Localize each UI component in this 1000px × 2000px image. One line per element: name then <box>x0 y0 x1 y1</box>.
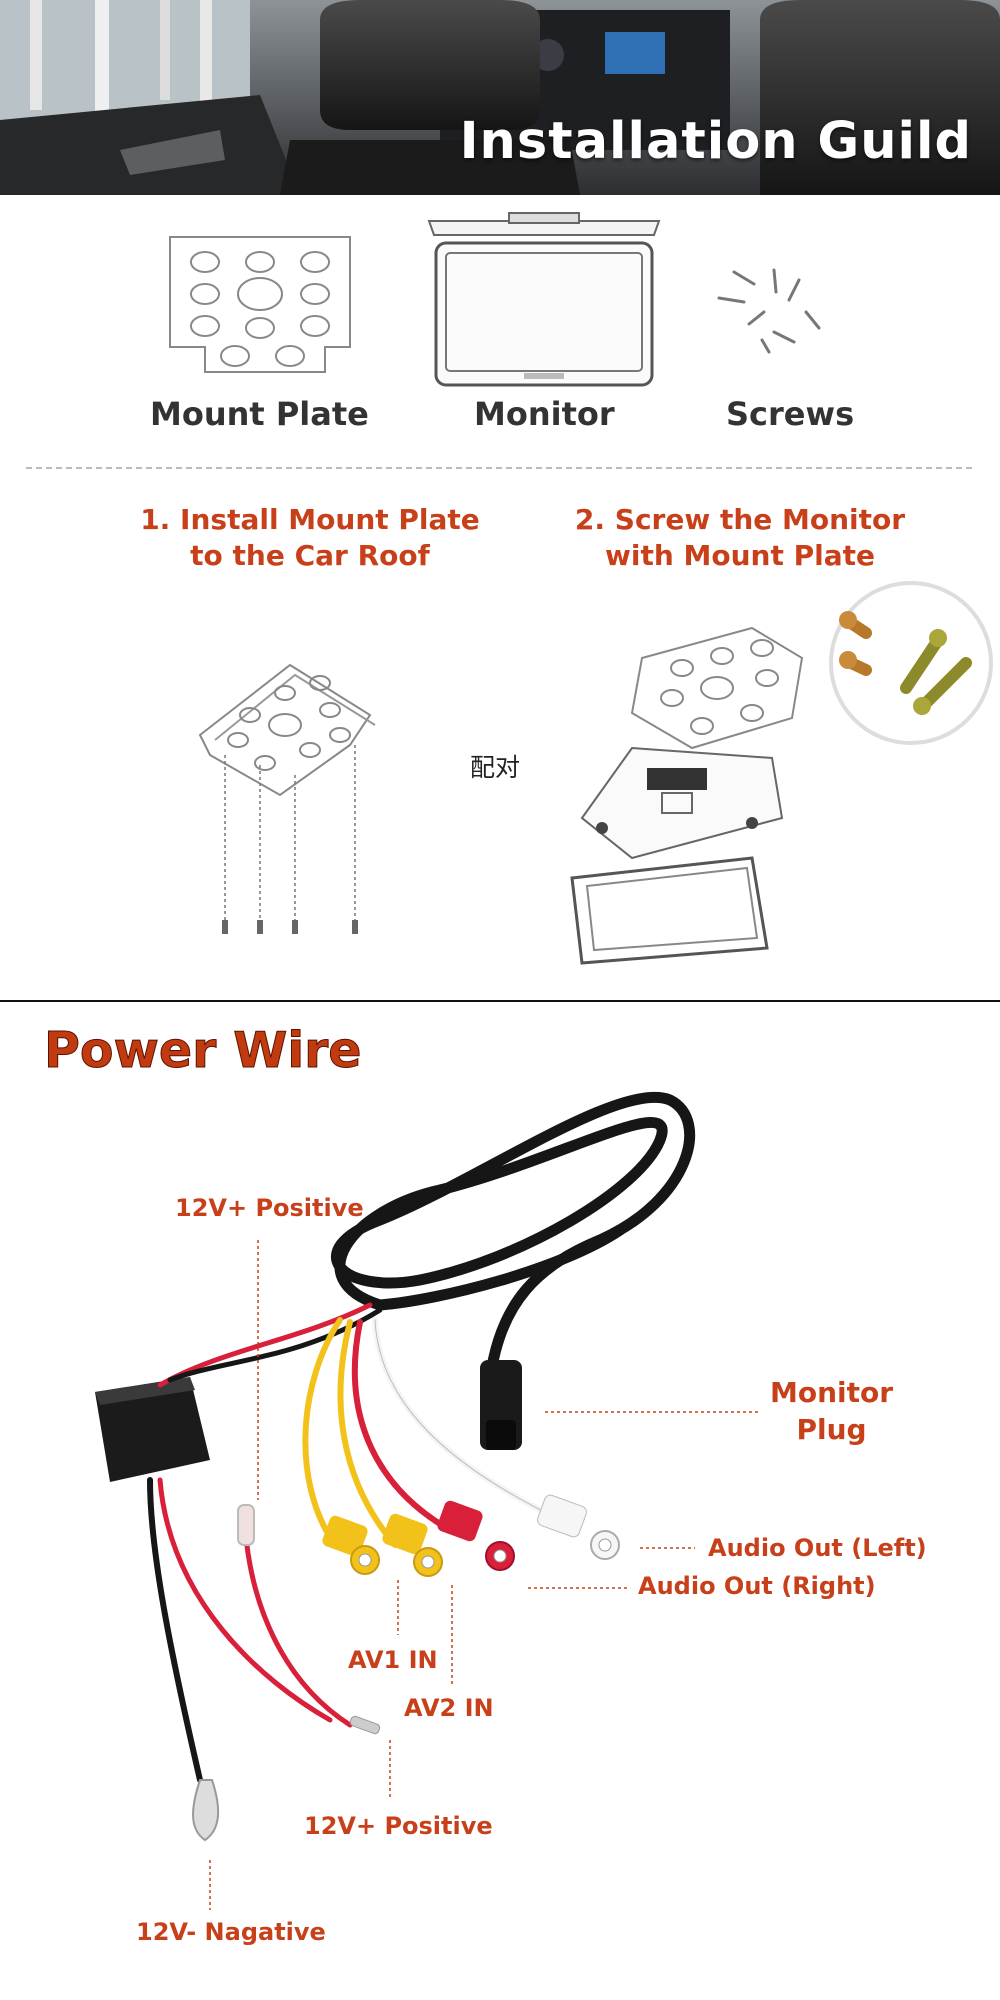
step-2-line-1: 2. Screw the Monitor <box>574 503 906 536</box>
mount-plate-drawing <box>169 236 351 373</box>
install-plate-diagram <box>198 663 376 934</box>
label-positive-bottom: 12V+ Positive <box>304 1812 493 1840</box>
screws-zoom-circle <box>829 581 993 745</box>
power-wire-title: Power Wire <box>44 1022 363 1080</box>
label-audio-left: Audio Out (Left) <box>708 1534 927 1562</box>
label-monitor: Monitor <box>474 395 615 433</box>
section-divider <box>26 467 972 469</box>
label-positive-top: 12V+ Positive <box>175 1194 364 1222</box>
header-banner: Installation Guild <box>0 0 1000 195</box>
label-av2-in: AV2 IN <box>404 1694 494 1722</box>
pairing-label: 配对 <box>470 753 521 782</box>
page-title: Installation Guild <box>459 112 972 171</box>
step-1-line-2: to the Car Roof <box>190 539 430 572</box>
step-1-line-1: 1. Install Mount Plate <box>140 503 480 536</box>
label-av1-in: AV1 IN <box>348 1646 438 1674</box>
label-screws: Screws <box>726 395 855 433</box>
car-interior-photo <box>0 0 1000 195</box>
screws-drawing <box>717 268 821 354</box>
label-mount-plate: Mount Plate <box>150 395 369 433</box>
label-monitor-plug-line-2: Plug <box>796 1413 867 1446</box>
step-2-heading: 2. Screw the Monitor with Mount Plate <box>550 502 930 574</box>
step-2-line-2: with Mount Plate <box>604 539 876 572</box>
screw-monitor-diagram <box>570 626 804 965</box>
label-monitor-plug: Monitor Plug <box>770 1374 893 1448</box>
label-negative: 12V- Nagative <box>136 1918 326 1946</box>
monitor-drawing <box>427 212 661 387</box>
step-1-heading: 1. Install Mount Plate to the Car Roof <box>120 502 500 574</box>
label-monitor-plug-line-1: Monitor <box>770 1376 894 1409</box>
section-rule <box>0 1000 1000 1002</box>
power-wire-diagram <box>95 1091 760 1910</box>
label-audio-right: Audio Out (Right) <box>638 1572 876 1600</box>
